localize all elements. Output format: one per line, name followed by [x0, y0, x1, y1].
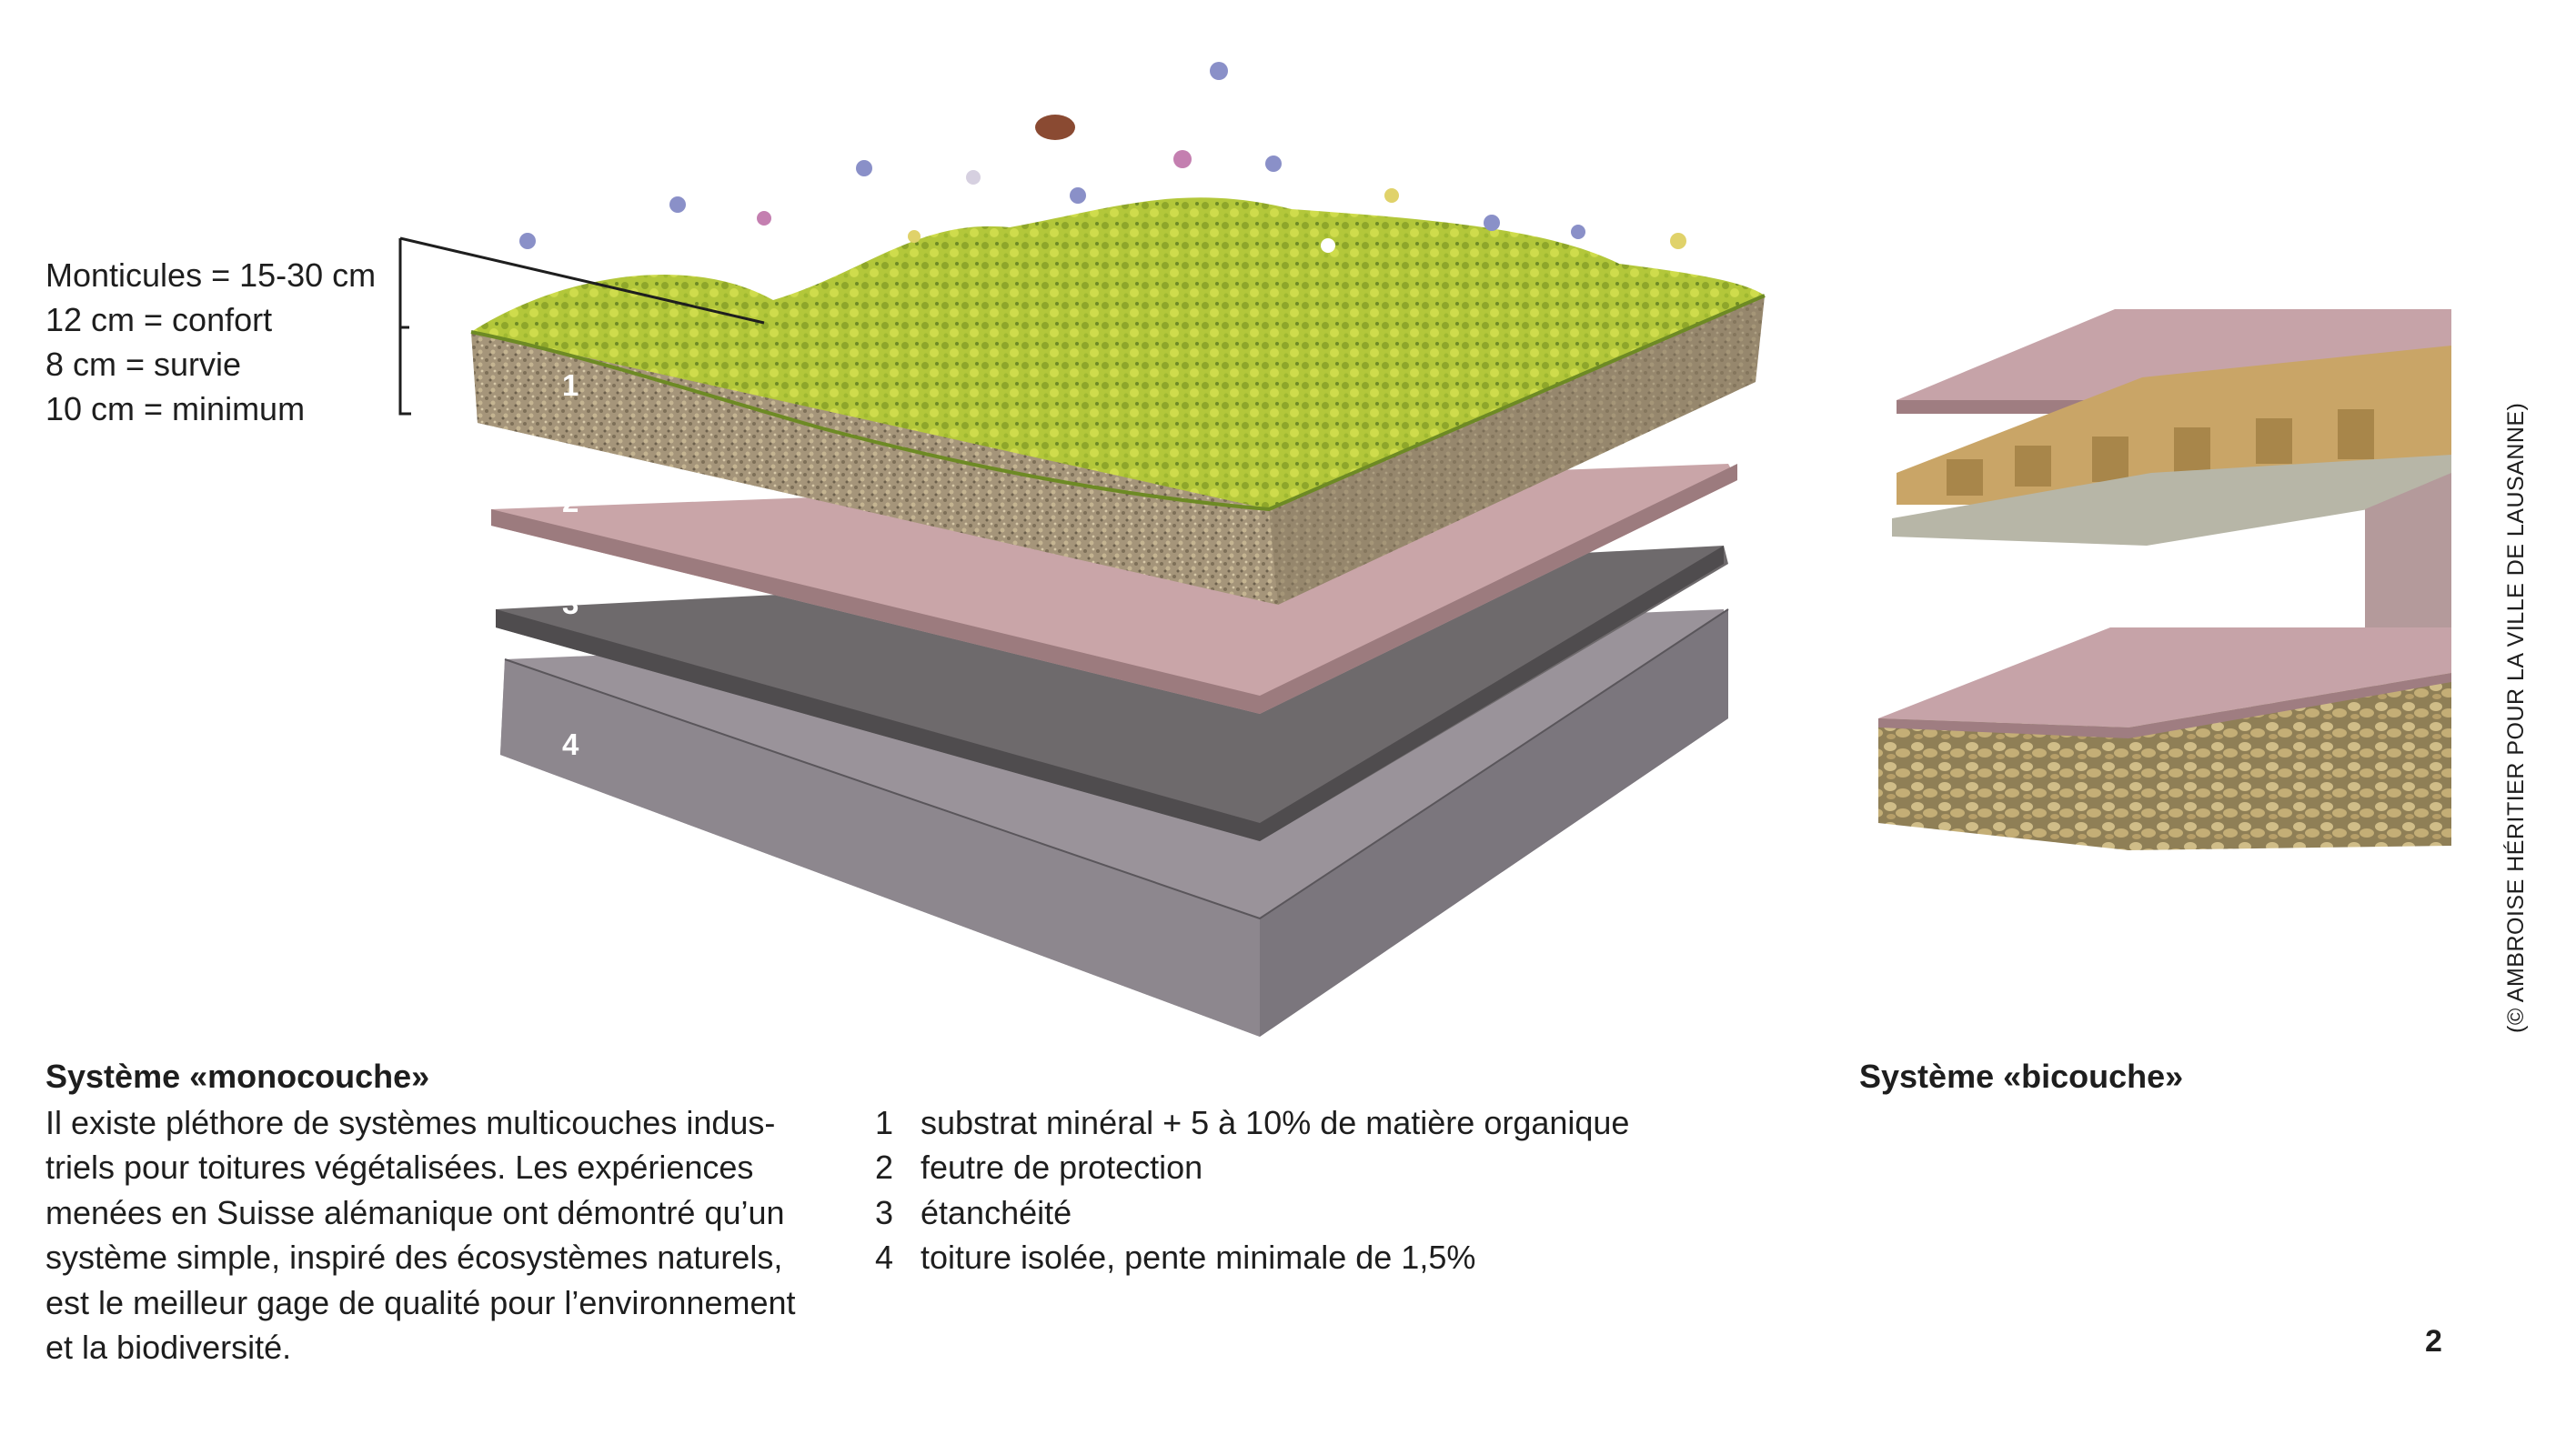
paragraph-line: système simple, inspiré des écosystèmes …	[45, 1239, 783, 1277]
layer-number-2: 2	[562, 485, 579, 518]
substrate-layer-block	[470, 197, 1766, 605]
page-number: 2	[2425, 1324, 2442, 1359]
legend-item: 1 substrat minéral + 5 à 10% de matière …	[875, 1100, 1629, 1145]
depth-label-survival: 8 cm = survie	[45, 346, 242, 383]
legend-number: 3	[875, 1193, 894, 1231]
legend-number: 2	[875, 1149, 894, 1187]
layer-number-1: 1	[562, 368, 579, 402]
wildflowers-decoration	[519, 62, 1686, 253]
depth-label-comfort: 12 cm = confort	[45, 301, 273, 338]
bumblebee-icon	[1035, 115, 1075, 140]
legend-text: étanchéité	[921, 1193, 1072, 1231]
legend-item: 2 feutre de protection	[875, 1145, 1629, 1189]
legend-item: 3 étanchéité	[875, 1190, 1629, 1235]
depth-bracket	[398, 236, 765, 416]
paragraph-line: menées en Suisse alémanique ont démontré…	[45, 1193, 785, 1231]
image-credit: (© AMBROISE HÉRITIER POUR LA VILLE DE LA…	[2503, 402, 2529, 1033]
paragraph-line: triels pour toitures végétalisées. Les e…	[45, 1149, 754, 1187]
legend-item: 4 toiture isolée, pente minimale de 1,5%	[875, 1235, 1629, 1279]
legend-text: feutre de protection	[921, 1149, 1203, 1187]
paragraph-line: est le meilleur gage de qualité pour l’e…	[45, 1283, 796, 1321]
legend-number: 1	[875, 1104, 894, 1141]
legend-text: substrat minéral + 5 à 10% de matière or…	[921, 1104, 1630, 1141]
bicouche-illustration	[1878, 309, 2451, 850]
bicouche-title: Système «bicouche»	[1859, 1058, 2184, 1095]
paragraph-line: et la biodiversité.	[45, 1329, 292, 1367]
layer-number-4: 4	[562, 728, 579, 761]
layer-legend: 1 substrat minéral + 5 à 10% de matière …	[875, 1100, 1629, 1280]
monocouche-description: Il existe pléthore de systèmes multicouc…	[45, 1100, 828, 1370]
legend-number: 4	[875, 1239, 894, 1277]
depth-label-mounds: Monticules = 15-30 cm	[45, 256, 377, 294]
substrate-depth-labels: Monticules = 15-30 cm 12 cm = confort 8 …	[45, 253, 376, 431]
layer-number-3: 3	[562, 587, 579, 620]
paragraph-line: Il existe pléthore de systèmes multicouc…	[45, 1104, 776, 1141]
legend-text: toiture isolée, pente minimale de 1,5%	[921, 1239, 1476, 1277]
monocouche-title: Système «monocouche»	[45, 1058, 430, 1095]
depth-label-minimum: 10 cm = minimum	[45, 390, 306, 427]
